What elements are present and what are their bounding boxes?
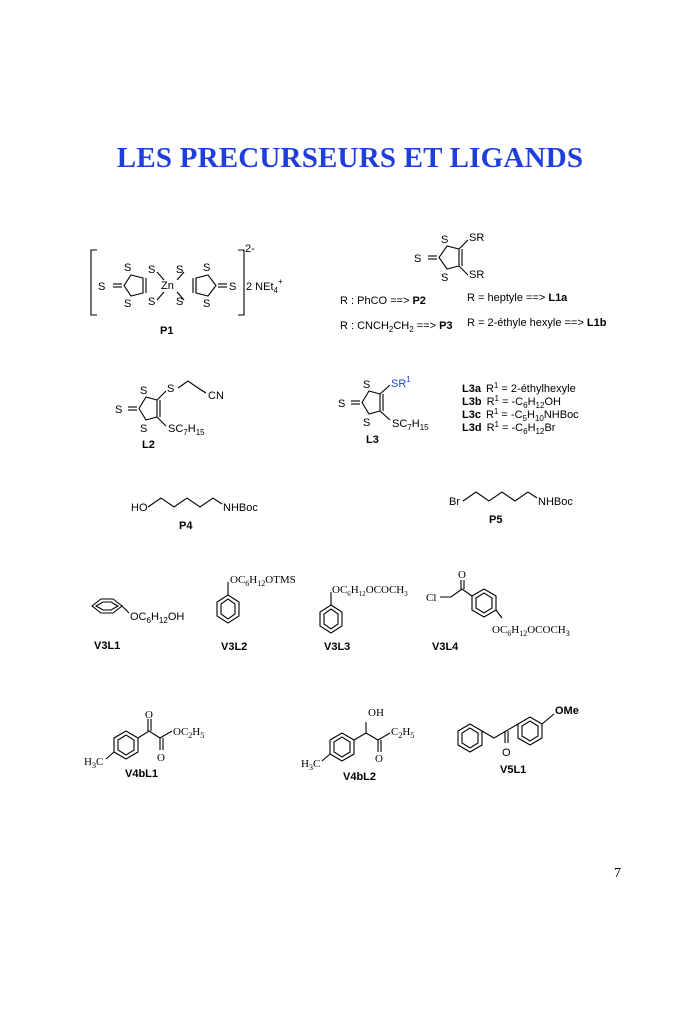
svg-text:OC2H5: OC2H5 (173, 726, 204, 740)
v3l1-label: V3L1 (94, 640, 120, 652)
svg-text:S: S (176, 296, 183, 308)
svg-text:S: S (441, 234, 448, 246)
svg-text:H3C: H3C (301, 758, 320, 772)
svg-text:S: S (148, 264, 155, 276)
v3l2-label: V3L2 (221, 641, 247, 653)
page-title: LES PRECURSEURS ET LIGANDS (116, 142, 584, 174)
svg-text:S: S (338, 398, 345, 410)
svg-text:S: S (441, 272, 448, 284)
compound-v5l1: O OMe V5L1 (457, 705, 579, 776)
svg-text:S: S (167, 383, 174, 395)
compound-v3l2: OC6H12OTMS V3L2 (216, 574, 296, 653)
l1b-line: R = 2-éthyle hexyle ==> L1b (467, 317, 607, 329)
svg-text:NHBoc: NHBoc (538, 496, 573, 508)
svg-text:O: O (145, 709, 153, 721)
svg-text:HO: HO (131, 502, 148, 514)
svg-text:SR: SR (469, 269, 484, 281)
svg-text:S: S (148, 296, 155, 308)
compound-p1: S S S S S Zn S S S S S 2- 2 NEt4+ P1 (90, 243, 283, 337)
svg-text:O: O (157, 752, 165, 764)
compound-v3l4: Cl O OC6H12OCOCH3 V3L4 (426, 569, 570, 653)
p1-counterion: 2 NEt (246, 281, 274, 293)
l3-label: L3 (366, 434, 379, 446)
svg-text:Cl: Cl (426, 592, 436, 604)
svg-text:OMe: OMe (555, 705, 579, 717)
compound-l2: S S S S CN SC7H15 L2 (115, 380, 224, 451)
compound-v3l1: OC6H12OH V3L1 (91, 598, 184, 652)
svg-text:OC6H12OCOCH3: OC6H12OCOCH3 (492, 624, 570, 638)
compound-p5: Br NHBoc P5 (449, 491, 573, 526)
svg-text:S: S (363, 379, 370, 391)
svg-text:O: O (502, 747, 511, 759)
v3l4-label: V3L4 (432, 641, 459, 653)
svg-text:OC6H12OH: OC6H12OH (130, 611, 184, 625)
svg-text:C2H5: C2H5 (391, 726, 414, 740)
svg-text:S: S (124, 262, 131, 274)
compound-p4: HO NHBoc P4 (131, 497, 258, 532)
svg-text:S: S (363, 417, 370, 429)
svg-text:NHBoc: NHBoc (223, 502, 258, 514)
svg-text:S: S (176, 264, 183, 276)
v4bl2-label: V4bL2 (343, 771, 376, 783)
p5-label: P5 (489, 514, 502, 526)
p3-line: R : CNCH2CH2 ==> P3 (340, 320, 453, 334)
svg-text:H3C: H3C (84, 756, 103, 770)
page-number: 7 (614, 866, 621, 881)
v5l1-label: V5L1 (500, 764, 526, 776)
l2-label: L2 (142, 439, 155, 451)
svg-text:S: S (203, 262, 210, 274)
compound-v3l3: OC6H12OCOCH3 V3L3 (319, 584, 408, 653)
svg-text:S: S (115, 404, 122, 416)
p2-line: R : PhCO ==> P2 (340, 295, 426, 307)
p1-charge: 2- (245, 243, 255, 255)
svg-text:S: S (98, 281, 105, 293)
svg-text:S: S (203, 298, 210, 310)
l3-sr1: SR1 (391, 375, 411, 390)
svg-text:2 NEt4+: 2 NEt4+ (246, 277, 283, 295)
compound-v4bl2: H3C OH O C2H5 V4bL2 (301, 707, 414, 783)
svg-text:Br: Br (449, 496, 460, 508)
svg-text:O: O (458, 569, 466, 581)
svg-text:S: S (229, 281, 236, 293)
svg-text:OH: OH (368, 707, 384, 719)
compound-v4bl1: H3C O O OC2H5 V4bL1 (84, 709, 204, 780)
v4bl1-label: V4bL1 (125, 768, 158, 780)
svg-text:SC7H15: SC7H15 (168, 423, 205, 437)
svg-text:S: S (414, 253, 421, 265)
svg-text:SR: SR (469, 232, 484, 244)
compound-dmit-sr: S S S SR SR R : PhCO ==> P2 R = heptyle … (340, 232, 607, 334)
svg-text:S: S (124, 298, 131, 310)
svg-text:S: S (140, 385, 147, 397)
p1-label: P1 (160, 325, 173, 337)
svg-text:OC6H12OTMS: OC6H12OTMS (230, 574, 296, 588)
svg-text:SC7H15: SC7H15 (392, 418, 429, 432)
v3l3-label: V3L3 (324, 641, 350, 653)
svg-text:OC6H12OCOCH3: OC6H12OCOCH3 (332, 584, 408, 598)
zinc-label: Zn (161, 280, 174, 292)
svg-text:CN: CN (208, 390, 224, 402)
svg-text:S: S (140, 423, 147, 435)
l1a-line: R = heptyle ==> L1a (467, 292, 568, 304)
svg-text:O: O (375, 753, 383, 765)
p4-label: P4 (179, 520, 193, 532)
